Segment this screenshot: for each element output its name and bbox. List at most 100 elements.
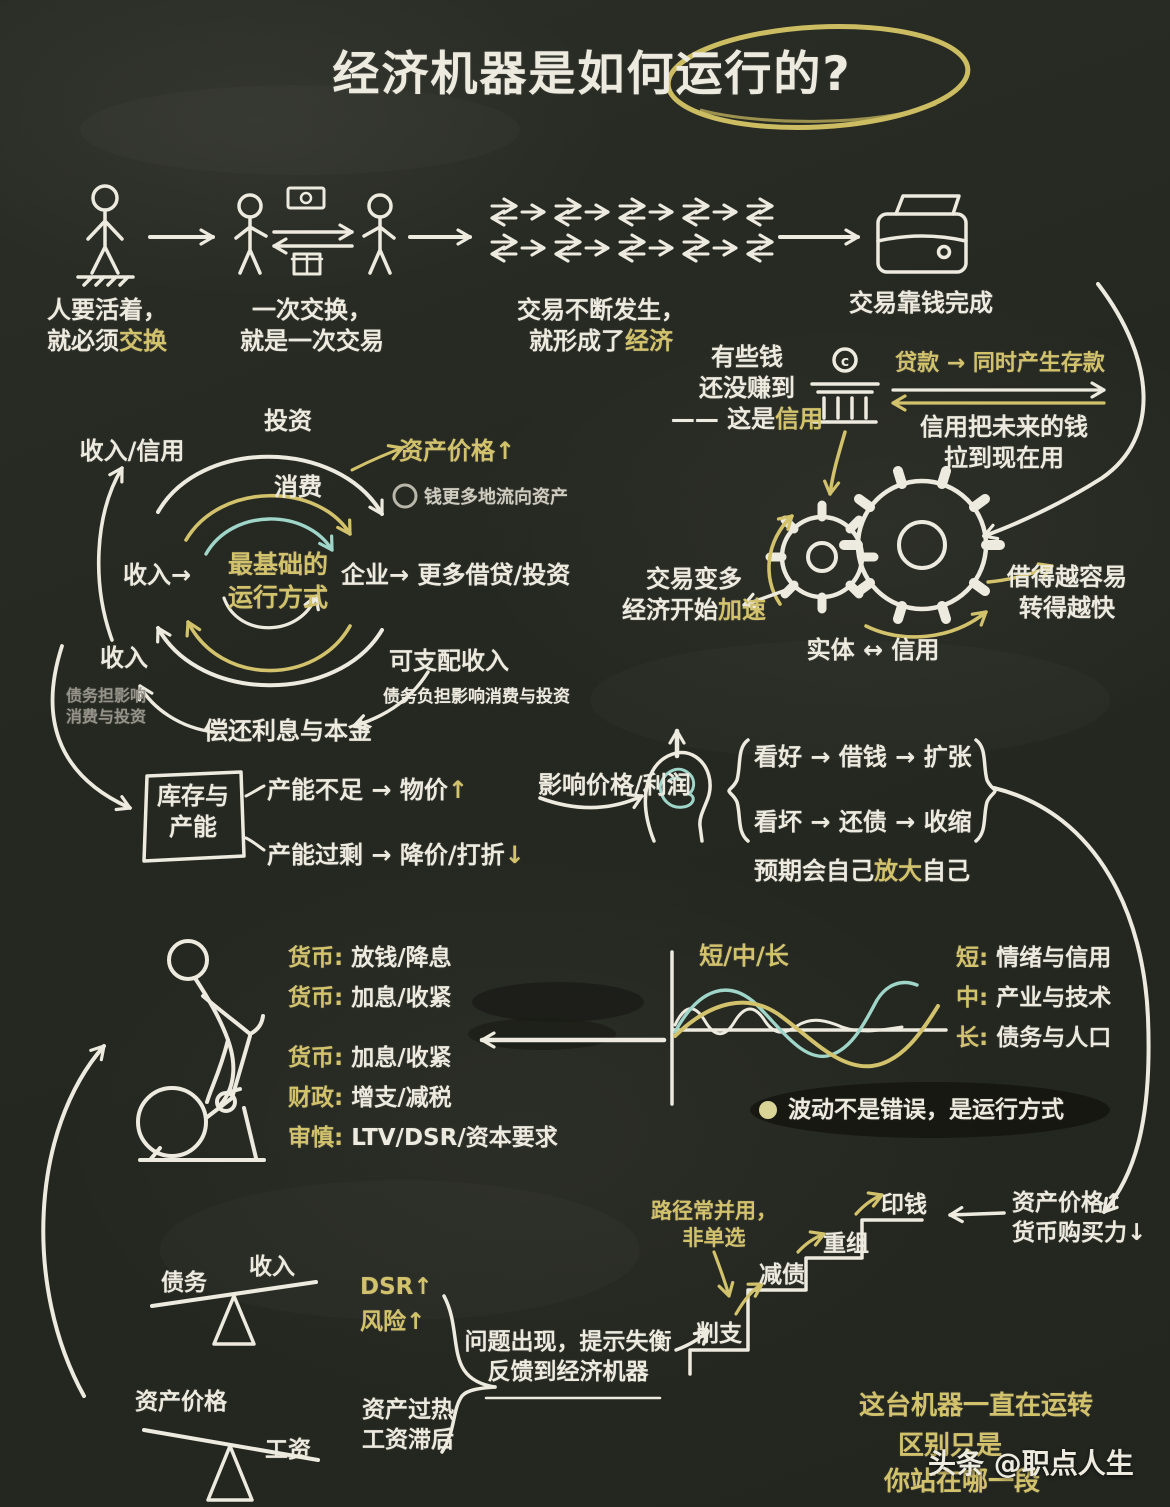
text-line: 消费与投资 [66,707,146,728]
text-run: 就是一次交易 [240,327,384,356]
bear-path: 看坏 → 还债 → 收缩 [754,808,972,836]
expectation-braces [727,738,1151,1214]
impact-label: 影响价格/利润 [538,771,691,799]
cycle-core: 最基础的 运行方式 [228,549,328,614]
seesaw-asset-price: 资产价格 [135,1389,227,1415]
policy-value: LTV/DSR/资本要求 [351,1125,558,1151]
cycle-invest: 投资 [264,407,312,435]
text-line: 交易变多 [622,564,766,595]
cycle-repay: 偿还利息与本金 [204,717,372,745]
text-line: 货币购买力↓ [1012,1219,1146,1249]
up-arrow-glyph: ↑ [447,776,468,804]
text-line: 转得越快 [1007,593,1127,624]
mid-wave [673,980,919,1058]
cycle-income-credit: 收入/信用 [79,437,185,465]
text-line: 最基础的 [228,549,328,582]
legend-key: 短: [956,945,989,971]
text-run: 反馈到经济机器 [487,1358,649,1385]
text-run: 经济 [625,327,673,356]
bank-icon: c [810,347,880,424]
text-run: 非单选 [682,1226,746,1251]
text-line: 就形成了经济 [517,326,685,357]
policy-row: 货币: 加息/收紧 [288,1044,452,1074]
exercise-bike-icon [136,939,266,1162]
text-run: 借得越容易 [1007,563,1127,591]
feedback-lines [41,1044,710,1454]
policy-label: 货币: [288,985,344,1011]
text-line: 借得越容易 [1007,562,1127,593]
text-line: 就必须交换 [47,326,167,357]
text-run: 就必须 [47,327,119,356]
text-run: 问题出现，提示失衡 [464,1329,672,1355]
exchange-pair-icon [234,186,396,276]
text-run: 风险↑ [360,1308,426,1335]
asset-wage-seesaw [142,1428,320,1502]
text-run: —— 这是 [670,405,776,434]
text-line: 问题出现，提示失衡 [465,1328,672,1358]
caption-one-trade: 一次交换， 就是一次交易 [240,295,384,357]
policy-value: 放钱/降息 [351,945,452,971]
cycle-income-in: 收入→ [122,561,192,589]
problem-note: 问题出现，提示失衡 反馈到经济机器 [465,1328,672,1388]
text-line: 还没赚到 [671,373,823,404]
wallet-icon [876,194,968,274]
policy-row: 货币: 放钱/降息 [288,944,452,974]
text-run: 库存与 [157,782,229,810]
capacity-under: 产能不足 → 物价↑ [267,775,468,806]
overheat-note: 资产过热 工资滞后 [362,1396,454,1456]
expectation-label: 预期会自己放大自己 [754,856,970,887]
bank-letter: c [841,354,849,370]
many-exchanges-icon [492,203,772,257]
cycle-consume: 消费 [274,473,322,501]
text-run: 经济开始 [622,596,718,625]
policy-value: 增支/减税 [351,1085,452,1111]
text-run: 消费与投资 [65,706,147,726]
step-print-money: 印钱 [881,1192,927,1218]
text-run: 还没赚到 [698,374,795,403]
dsr-risk: DSR↑ 风险↑ [360,1270,433,1339]
legend-mid: 中: 产业与技术 [956,984,1111,1014]
machine-difference: 区别只是 [897,1431,1003,1461]
bullet-dot-icon [759,1101,777,1119]
entity-credit: 实体 ↔ 信用 [806,636,940,664]
trade-accelerate: 交易变多 经济开始加速 [622,564,766,626]
policy-label: 审慎: [288,1125,344,1151]
text-line: 就是一次交易 [240,326,384,357]
text-line: 路径常并用， [651,1198,777,1225]
gears-icon [765,466,1005,624]
chart-axes [670,950,948,1106]
legend-key: 长: [956,1025,989,1051]
text-run: 运行方式 [227,582,329,612]
easy-borrow: 借得越容易 转得越快 [1007,562,1127,624]
caption-money: 交易靠钱完成 [849,289,993,317]
step-reduce-debt: 减债 [759,1262,805,1288]
text-line: 风险↑ [360,1305,433,1340]
caption-economy: 交易不断发生， 就形成了经济 [517,295,685,357]
text-run: 加速 [718,596,766,625]
policy-label: 财政: [288,1085,344,1111]
text-line: 资产价格↑ [1012,1189,1146,1219]
watermark-handle: @职点人生 [993,1447,1134,1480]
machine-running: 这台机器一直在运转 [858,1391,1094,1421]
text-run: 货币购买力↓ [1012,1219,1147,1246]
title-ellipse [665,23,971,131]
seesaw-income: 收入 [249,1254,295,1280]
stairs-icon [688,1191,1006,1376]
text-run: 拉到现在用 [944,444,1064,473]
cycles-chart [670,950,948,1106]
watermark-brand: 头条 [928,1447,985,1480]
money-to-assets: 钱更多地流向资产 [424,487,568,508]
text-run: 放大 [874,857,922,885]
policy-row: 财政: 增支/减税 [288,1084,452,1114]
text-run: 债务担影响 [65,686,147,705]
note-blob [750,1082,1110,1138]
text-run: 信用把未来的钱 [920,413,1088,441]
seesaw-wage: 工资 [265,1437,311,1463]
path-note: 路径常并用， 非单选 [651,1198,777,1253]
text-line: 人要活着， [47,295,167,326]
capacity-box-label: 库存与 产能 [157,781,229,843]
text-run: 有些钱 [710,343,783,371]
debt-income-seesaw [150,1280,318,1346]
down-arrow-glyph: ↓ [504,841,525,869]
